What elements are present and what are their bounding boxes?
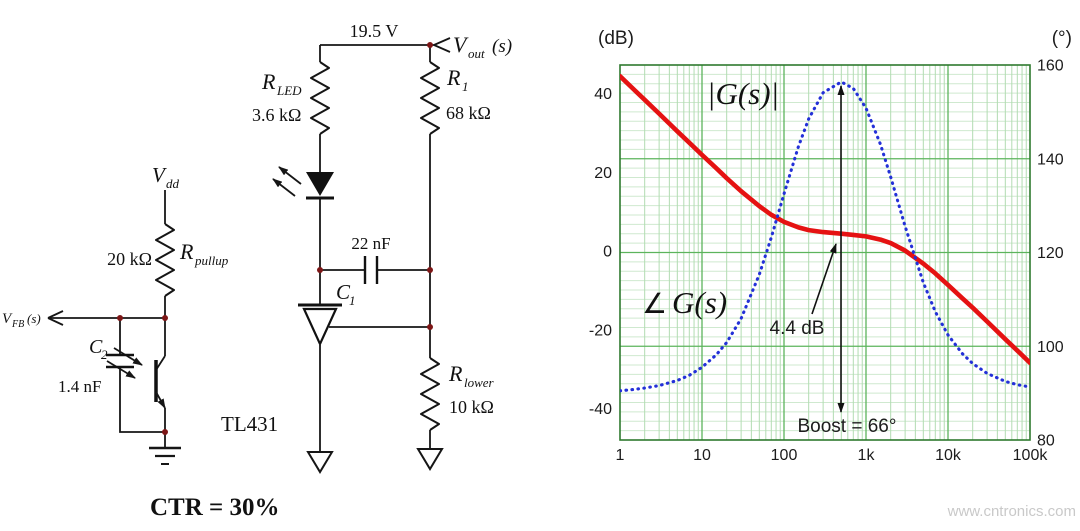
svg-text:1k: 1k — [858, 447, 876, 464]
vfb-label: V — [2, 311, 13, 327]
light-in-arrow — [106, 360, 136, 379]
bode-plot: 40 20 0 -20 -40 160 140 120 100 80 1 10 100 1k 10k 100k… — [589, 28, 1076, 520]
rlower-label: R — [448, 361, 463, 386]
resistors — [155, 61, 440, 431]
resistor-rlower-icon — [420, 357, 440, 431]
rlower-value: 10 kΩ — [449, 397, 494, 417]
resistor-rpullup-icon — [155, 223, 175, 297]
vfb-sub: FB — [11, 319, 24, 330]
capacitor-c1-icon — [363, 256, 379, 284]
rled-label: R — [261, 69, 276, 94]
svg-text:100: 100 — [1037, 339, 1064, 356]
right-axis-unit: (°) — [1052, 28, 1072, 49]
led-emission-arrow — [278, 166, 302, 185]
axis-tick-labels: 40 20 0 -20 -40 160 140 120 100 80 1 10 100 1k 10k 100k — [589, 58, 1064, 465]
rled-value: 3.6 kΩ — [252, 105, 301, 125]
watermark: www.cntronics.com — [947, 503, 1076, 520]
svg-text:80: 80 — [1037, 433, 1055, 450]
gain-annotation: 4.4 dB — [770, 318, 825, 339]
r1-label: R — [446, 65, 461, 90]
c2-label: C — [89, 336, 103, 358]
svg-text:40: 40 — [594, 86, 612, 103]
svg-text:0: 0 — [603, 244, 612, 261]
resistor-r1-icon — [420, 61, 440, 135]
ground-rlower-icon — [416, 448, 444, 471]
svg-text:-20: -20 — [589, 322, 612, 339]
rpullup-value: 20 kΩ — [107, 249, 152, 269]
r1-sub: 1 — [462, 79, 469, 94]
rled-sub: LED — [276, 83, 302, 98]
ctr-label: CTR = 30% — [150, 494, 280, 521]
svg-text:20: 20 — [594, 165, 612, 182]
curves-layer — [620, 73, 1030, 393]
plot-frame — [619, 64, 1031, 441]
supply-voltage-label: 19.5 V — [350, 21, 399, 41]
svg-text:1: 1 — [616, 447, 625, 464]
capacitor-c2-icon — [106, 353, 134, 369]
led-emission-arrow — [272, 178, 296, 197]
c2-sub: 2 — [101, 347, 108, 362]
vdd-label: V — [152, 163, 167, 187]
tl431-icon — [298, 303, 342, 347]
vout-arrow-icon — [433, 37, 451, 53]
svg-text:160: 160 — [1037, 58, 1064, 75]
svg-text:100: 100 — [771, 447, 798, 464]
rpullup-sub: pullup — [194, 253, 229, 268]
grid-layer — [620, 65, 1030, 440]
junction-dots — [117, 42, 433, 435]
r1-value: 68 kΩ — [446, 103, 491, 123]
phase-angle-symbol: ∠ — [642, 289, 667, 320]
phase-curve-label: G(s) — [672, 285, 727, 320]
vfb-arrow-icon — [47, 310, 64, 326]
vout-label: V — [453, 32, 469, 57]
c1-sub: 1 — [349, 293, 356, 308]
c2-value: 1.4 nF — [58, 377, 101, 396]
svg-text:100k: 100k — [1013, 447, 1049, 464]
svg-text:120: 120 — [1037, 245, 1064, 262]
vout-arg: (s) — [492, 36, 512, 57]
svg-text:10k: 10k — [935, 447, 962, 464]
vfb-arg: (s) — [27, 311, 41, 326]
resistor-rled-icon — [310, 61, 330, 135]
c1-value: 22 nF — [351, 234, 390, 253]
ground-earth-icon — [149, 446, 181, 465]
vdd-sub: dd — [166, 176, 180, 191]
left-axis-unit: (dB) — [598, 28, 634, 49]
rpullup-label: R — [179, 239, 194, 264]
c1-label: C — [336, 280, 351, 304]
svg-text:140: 140 — [1037, 151, 1064, 168]
light-in-arrow — [113, 347, 143, 366]
tl431-label: TL431 — [221, 412, 278, 436]
rlower-sub: lower — [464, 375, 495, 390]
phototransistor-icon — [106, 347, 166, 409]
led-icon — [272, 166, 334, 200]
magnitude-curve-label: |G(s)| — [707, 76, 779, 111]
gain-pointer-arrow — [811, 243, 837, 315]
vout-sub: out — [468, 46, 485, 61]
svg-text:10: 10 — [693, 447, 711, 464]
circuit-schematic: 19.5 V V out (s) R LED 3.6 kΩ R 1 68 kΩ … — [2, 21, 512, 521]
svg-text:-40: -40 — [589, 401, 612, 418]
boost-annotation: Boost = 66° — [798, 416, 897, 437]
ground-tl431-icon — [306, 451, 334, 474]
